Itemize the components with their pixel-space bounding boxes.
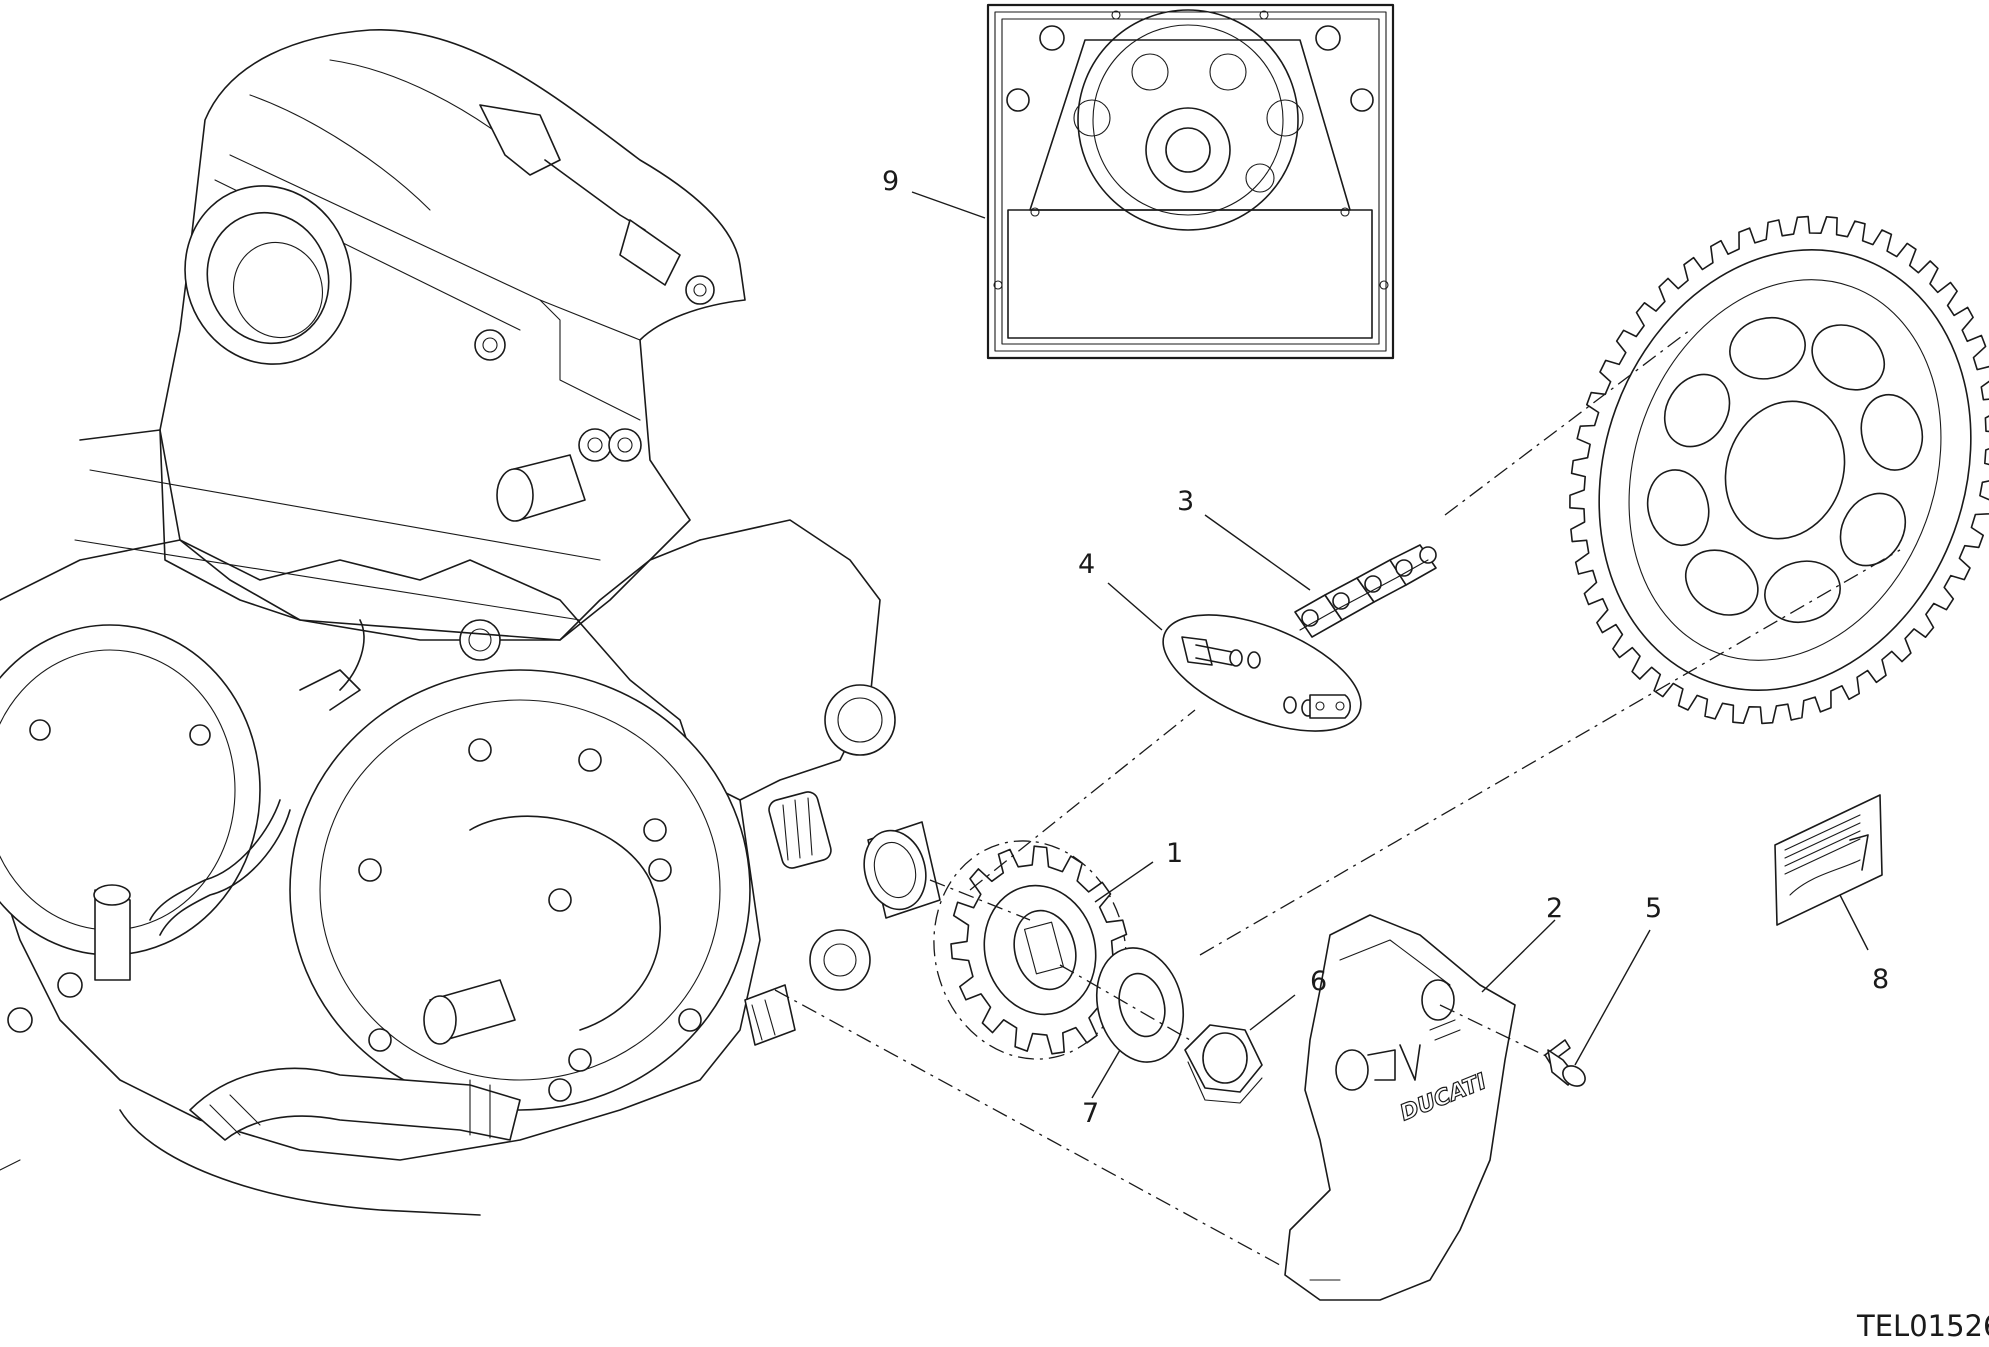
callout-5: 5 [1645, 893, 1662, 924]
engine-assembly [0, 29, 896, 1216]
spacer-bushing [863, 821, 941, 919]
callout-8: 8 [1872, 964, 1889, 995]
callout-3: 3 [1177, 486, 1194, 517]
drawing-code: TEL01526 [1856, 1309, 1989, 1343]
callout-2: 2 [1546, 893, 1563, 924]
screw [1544, 1039, 1586, 1087]
callout-4: 4 [1078, 549, 1095, 580]
sprocket-cover: DUCATI [1284, 914, 1516, 1301]
nut [1184, 1024, 1263, 1104]
lightening-hole [1729, 317, 1806, 380]
drive-chain [1294, 544, 1437, 638]
kit [986, 3, 1395, 360]
lightening-hole [1811, 324, 1885, 391]
lightening-hole [1764, 560, 1841, 623]
chain-master-link-kit [1162, 614, 1362, 732]
leader-lines [911, 191, 1869, 1099]
lightening-hole [1646, 469, 1710, 547]
callout-7: 7 [1082, 1098, 1099, 1129]
lightening-hole [1839, 492, 1907, 567]
label [1774, 794, 1883, 926]
front-sprocket [933, 840, 1130, 1060]
rear-sprocket [1569, 215, 1989, 725]
callout-9: 9 [882, 166, 899, 197]
lightening-hole [1860, 393, 1924, 471]
lightening-hole [1685, 549, 1759, 616]
callout-1: 1 [1166, 838, 1183, 869]
callout-6: 6 [1310, 966, 1327, 997]
lightening-hole [1663, 373, 1731, 448]
lock-washer [1095, 947, 1185, 1063]
